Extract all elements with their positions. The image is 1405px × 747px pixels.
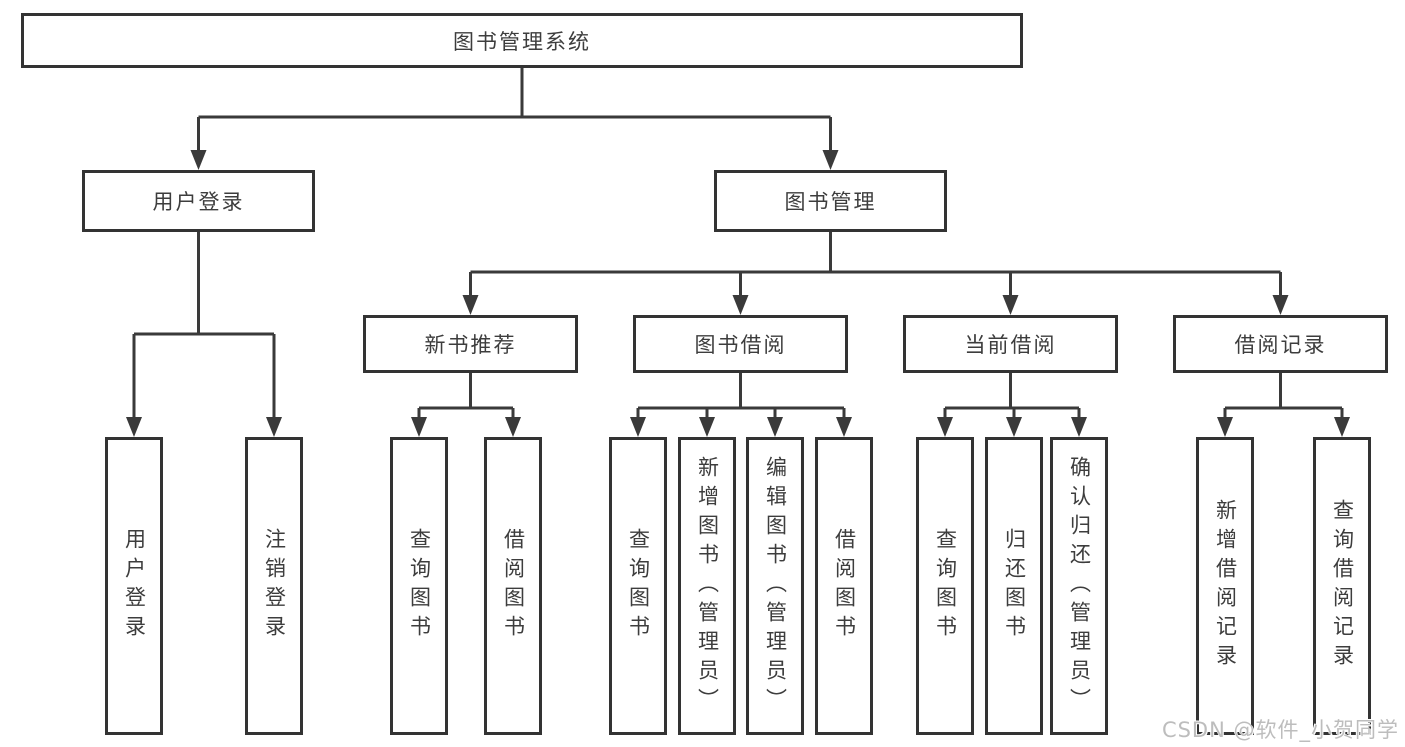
leaf-query-books-current-label: 查询图书 <box>933 528 958 644</box>
node-borrow-records: 借阅记录 <box>1173 315 1388 373</box>
node-user-login-label: 用户登录 <box>152 190 245 214</box>
leaf-edit-book-admin: 编辑图书（管理员） <box>746 437 804 735</box>
node-book-borrow-label: 图书借阅 <box>694 333 787 357</box>
leaf-query-borrow-record: 查询借阅记录 <box>1313 437 1371 735</box>
leaf-query-borrow-record-label: 查询借阅记录 <box>1330 499 1355 673</box>
leaf-logout-label: 注销登录 <box>262 528 287 644</box>
node-new-book-recommend: 新书推荐 <box>363 315 578 373</box>
leaf-borrow-books: 借阅图书 <box>815 437 873 735</box>
leaf-user-login-label: 用户登录 <box>122 528 147 644</box>
leaf-edit-book-admin-label: 编辑图书（管理员） <box>763 455 788 717</box>
leaf-confirm-return-admin-label: 确认归还（管理员） <box>1067 455 1092 717</box>
leaf-query-books-borrow: 查询图书 <box>609 437 667 735</box>
leaf-confirm-return-admin: 确认归还（管理员） <box>1050 437 1108 735</box>
node-user-login: 用户登录 <box>82 170 315 232</box>
leaf-logout: 注销登录 <box>245 437 303 735</box>
node-root-label: 图书管理系统 <box>453 29 591 54</box>
node-root: 图书管理系统 <box>21 13 1023 68</box>
node-borrow-records-label: 借阅记录 <box>1234 333 1327 357</box>
leaf-return-books: 归还图书 <box>985 437 1043 735</box>
leaf-add-book-admin-label: 新增图书（管理员） <box>695 455 720 717</box>
leaf-borrow-books-recommend: 借阅图书 <box>484 437 542 735</box>
node-new-book-recommend-label: 新书推荐 <box>424 333 517 357</box>
node-current-borrow-label: 当前借阅 <box>964 333 1057 357</box>
leaf-add-book-admin: 新增图书（管理员） <box>678 437 736 735</box>
leaf-return-books-label: 归还图书 <box>1002 528 1027 644</box>
leaf-borrow-books-label: 借阅图书 <box>832 528 857 644</box>
leaf-add-borrow-record: 新增借阅记录 <box>1196 437 1254 735</box>
leaf-user-login: 用户登录 <box>105 437 163 735</box>
leaf-query-books-current: 查询图书 <box>916 437 974 735</box>
leaf-borrow-books-recommend-label: 借阅图书 <box>501 528 526 644</box>
leaf-query-books-recommend: 查询图书 <box>390 437 448 735</box>
node-current-borrow: 当前借阅 <box>903 315 1118 373</box>
node-book-borrow: 图书借阅 <box>633 315 848 373</box>
node-book-management: 图书管理 <box>714 170 947 232</box>
leaf-add-borrow-record-label: 新增借阅记录 <box>1213 499 1238 673</box>
leaf-query-books-recommend-label: 查询图书 <box>407 528 432 644</box>
watermark: CSDN @软件_小贺同学 <box>1161 718 1399 742</box>
node-book-management-label: 图书管理 <box>784 190 877 214</box>
leaf-query-books-borrow-label: 查询图书 <box>626 528 651 644</box>
